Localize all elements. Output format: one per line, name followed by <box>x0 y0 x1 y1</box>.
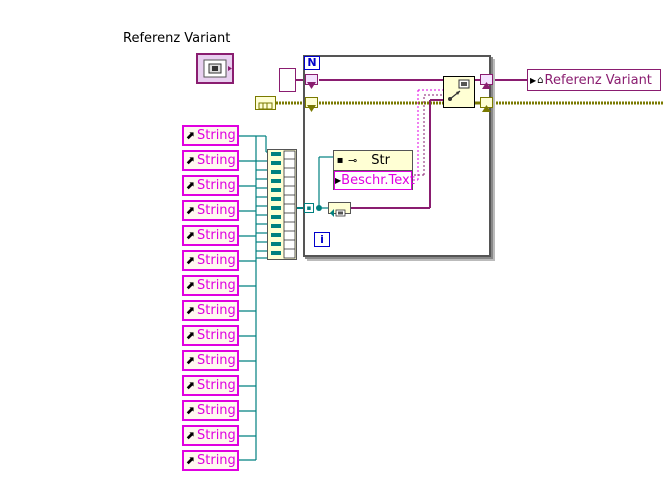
set-variant-attribute-node[interactable] <box>443 76 475 108</box>
indicator-label: Referenz Variant <box>544 72 652 88</box>
reference-arrow-icon: ⬈ <box>185 454 195 467</box>
string-control-reference[interactable]: ⬈String <box>182 300 239 321</box>
loop-iteration-label: i <box>320 233 324 246</box>
to-variant-icon <box>330 209 346 217</box>
string-control-reference[interactable]: ⬈String <box>182 225 239 246</box>
string-control-reference[interactable]: ⬈String <box>182 375 239 396</box>
property-arrow-icon: ▶ <box>335 176 342 185</box>
array-auto-index-tunnel[interactable]: ▪ <box>304 203 314 213</box>
property-node[interactable]: ▪ ⊸ Str ▶ Beschr.Text <box>333 150 415 190</box>
variant-control-terminal[interactable] <box>196 53 234 84</box>
for-loop[interactable] <box>303 55 491 257</box>
variant-indicator[interactable]: ▶ ⌂ Referenz Variant <box>527 69 661 91</box>
property-row[interactable]: ▶ Beschr.Text <box>334 171 415 190</box>
variant-control-label: Referenz Variant <box>123 31 231 46</box>
string-control-reference[interactable]: ⬈String <box>182 275 239 296</box>
wire-junction <box>316 205 322 211</box>
reference-arrow-icon: ⬈ <box>185 129 195 142</box>
string-control-reference[interactable]: ⬈String <box>182 125 239 146</box>
loop-iteration-terminal[interactable]: i <box>314 232 330 247</box>
loop-count-terminal[interactable]: N <box>304 56 320 70</box>
cluster-constant[interactable] <box>255 96 276 110</box>
reference-arrow-icon: ⬈ <box>185 204 195 217</box>
reference-icon: ▪ <box>336 155 344 166</box>
shift-register-left[interactable] <box>305 74 318 89</box>
reference-arrow-icon: ⬈ <box>185 179 195 192</box>
empty-constant[interactable] <box>279 68 296 92</box>
variant-icon <box>203 59 232 78</box>
string-control-reference[interactable]: ⬈String <box>182 400 239 421</box>
cluster-shift-register-left[interactable] <box>305 97 318 112</box>
string-control-reference[interactable]: ⬈String <box>182 150 239 171</box>
reference-arrow-icon: ⬈ <box>185 379 195 392</box>
to-variant-node[interactable] <box>328 202 351 217</box>
string-control-reference[interactable]: ⬈String <box>182 200 239 221</box>
string-control-reference[interactable]: ⬈String <box>182 450 239 471</box>
reference-arrow-icon: ⬈ <box>185 279 195 292</box>
property-name-label: Beschr.Text <box>341 173 415 188</box>
indicator-arrow-icon: ▶ <box>530 75 537 85</box>
set-attribute-icon <box>448 79 470 101</box>
key-icon: ⊸ <box>348 154 358 167</box>
reference-arrow-icon: ⬈ <box>185 354 195 367</box>
reference-arrow-icon: ⬈ <box>185 154 195 167</box>
reference-arrow-icon: ⬈ <box>185 229 195 242</box>
property-class-label: Str <box>371 153 390 168</box>
reference-arrow-icon: ⬈ <box>185 404 195 417</box>
reference-arrow-icon: ⬈ <box>185 429 195 442</box>
string-control-reference[interactable]: ⬈String <box>182 350 239 371</box>
cluster-shift-register-right[interactable] <box>480 97 493 112</box>
string-control-reference[interactable]: ⬈String <box>182 425 239 446</box>
string-control-reference[interactable]: ⬈String <box>182 175 239 196</box>
indicator-ref-icon: ⌂ <box>537 74 544 86</box>
reference-arrow-icon: ⬈ <box>185 329 195 342</box>
string-control-reference[interactable]: ⬈String <box>182 325 239 346</box>
reference-arrow-icon: ⬈ <box>185 304 195 317</box>
string-control-reference[interactable]: ⬈String <box>182 250 239 271</box>
build-array-icon <box>271 150 296 259</box>
shift-register-right[interactable] <box>480 74 493 89</box>
cluster-icon <box>258 102 273 110</box>
loop-count-label: N <box>307 56 317 69</box>
property-node-header: ▪ ⊸ Str <box>334 151 412 171</box>
reference-arrow-icon: ⬈ <box>185 254 195 267</box>
build-array-node[interactable] <box>267 149 297 260</box>
